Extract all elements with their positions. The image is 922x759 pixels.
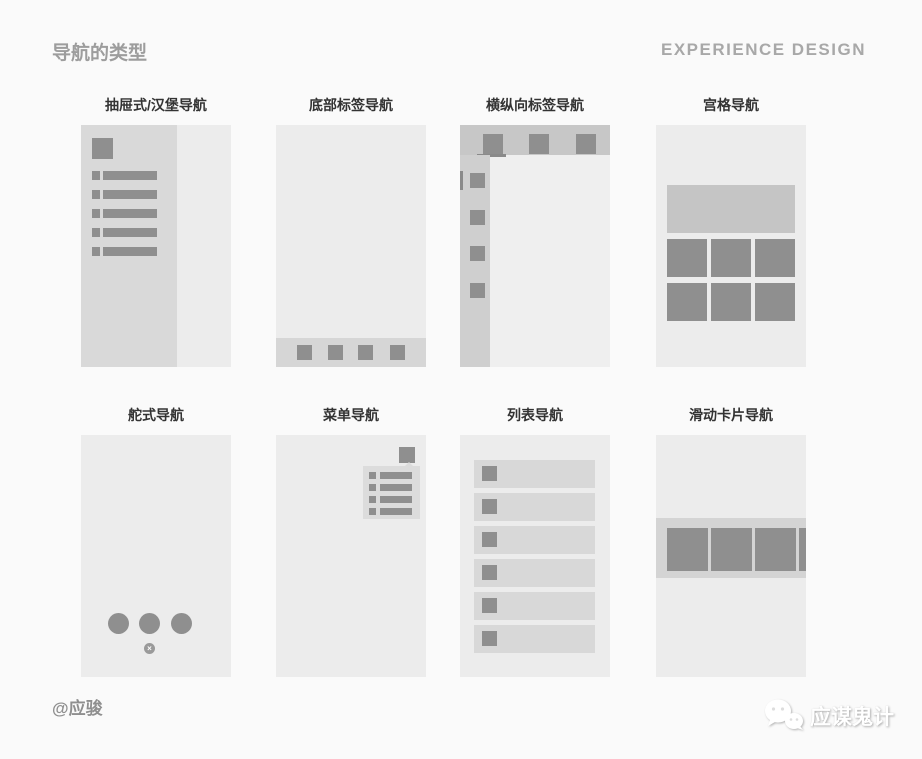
author-credit: @应骏 (52, 699, 103, 718)
chat-bubbles-icon (765, 699, 803, 730)
list-row-icon-square (482, 466, 497, 481)
rudder-close-button: × (144, 643, 155, 654)
drawer-item-bullet (92, 190, 100, 199)
side-tab-square (470, 173, 485, 188)
phone-mockup-drawer (81, 125, 231, 367)
top-tab-square (529, 134, 549, 154)
card-title-grid: 宫格导航 (703, 97, 759, 113)
phone-mockup-grid (656, 125, 806, 367)
list-row-icon-square (482, 565, 497, 580)
grid-tile (667, 283, 707, 321)
drawer-item-bar (103, 228, 157, 237)
slider-card (711, 528, 752, 571)
dropdown-caret-icon (404, 462, 414, 467)
top-tab-square (483, 134, 503, 154)
slider-card (667, 528, 708, 571)
menu-item-bar (380, 496, 412, 503)
menu-item-bullet (369, 508, 376, 515)
list-row-icon-square (482, 598, 497, 613)
drawer-item-bullet (92, 209, 100, 218)
menu-item-bar (380, 484, 412, 491)
phone-mockup-rudder: × (81, 435, 231, 677)
avatar-square (92, 138, 113, 159)
drawer-item-bar (103, 171, 157, 180)
drawer-item-bar (103, 209, 157, 218)
watermark: 应谋鬼计 (763, 696, 894, 736)
list-row-bar (474, 592, 595, 620)
list-row-bar (474, 460, 595, 488)
list-row-bar (474, 526, 595, 554)
list-row-icon-square (482, 532, 497, 547)
grid-tile (711, 283, 751, 321)
content-area (490, 155, 610, 367)
card-title-drawer: 抽屉式/汉堡导航 (105, 97, 207, 113)
drawer-item-bar (103, 190, 157, 199)
list-row-bar (474, 559, 595, 587)
card-title-menu: 菜单导航 (323, 407, 379, 423)
tab-icon-square (328, 345, 343, 360)
phone-mockup-list (460, 435, 610, 677)
close-x-icon: × (147, 644, 152, 653)
card-title-hv-tabs: 横纵向标签导航 (486, 97, 584, 113)
grid-tile (711, 239, 751, 277)
menu-button-square (399, 447, 415, 463)
side-tab-square (470, 283, 485, 298)
card-title-rudder: 舵式导航 (128, 407, 184, 423)
slider-card (755, 528, 796, 571)
tab-icon-square (390, 345, 405, 360)
top-tab-square (576, 134, 596, 154)
rudder-circle (108, 613, 129, 634)
phone-mockup-menu (276, 435, 426, 677)
menu-item-bullet (369, 472, 376, 479)
rudder-circle (171, 613, 192, 634)
grid-tile (667, 239, 707, 277)
page-title: 导航的类型 (52, 43, 148, 64)
drawer-item-bar (103, 247, 157, 256)
tab-icon-square (297, 345, 312, 360)
grid-tile (755, 283, 795, 321)
drawer-panel (81, 125, 177, 367)
active-tab-underline (477, 154, 506, 157)
list-row-icon-square (482, 499, 497, 514)
bottom-tab-bar (276, 338, 426, 367)
dropdown-panel (363, 462, 420, 519)
list-row-bar (474, 625, 595, 653)
phone-mockup-bottom-tabs (276, 125, 426, 367)
side-tab-rail (460, 155, 490, 367)
menu-item-bullet (369, 484, 376, 491)
grid-tile (755, 239, 795, 277)
menu-item-bar (380, 472, 412, 479)
side-tab-square (470, 246, 485, 261)
card-slider-band (656, 518, 806, 578)
phone-mockup-sliding-cards (656, 435, 806, 677)
menu-item-bullet (369, 496, 376, 503)
menu-item-bar (380, 508, 412, 515)
side-active-indicator (460, 171, 463, 190)
top-tab-bar (460, 125, 610, 155)
watermark-text: 应谋鬼计 (810, 706, 894, 729)
slider-card (799, 528, 806, 571)
list-row-icon-square (482, 631, 497, 646)
side-tab-square (470, 210, 485, 225)
brand-title: EXPERIENCE DESIGN (661, 40, 866, 59)
card-title-bottom-tabs: 底部标签导航 (309, 97, 393, 113)
rudder-circle (139, 613, 160, 634)
drawer-item-bullet (92, 171, 100, 180)
banner-block (667, 185, 795, 233)
drawer-item-bullet (92, 228, 100, 237)
tab-icon-square (358, 345, 373, 360)
drawer-item-bullet (92, 247, 100, 256)
card-title-list: 列表导航 (507, 407, 563, 423)
phone-mockup-hv-tabs (460, 125, 610, 367)
card-title-sliding-cards: 滑动卡片导航 (689, 407, 773, 423)
list-row-bar (474, 493, 595, 521)
